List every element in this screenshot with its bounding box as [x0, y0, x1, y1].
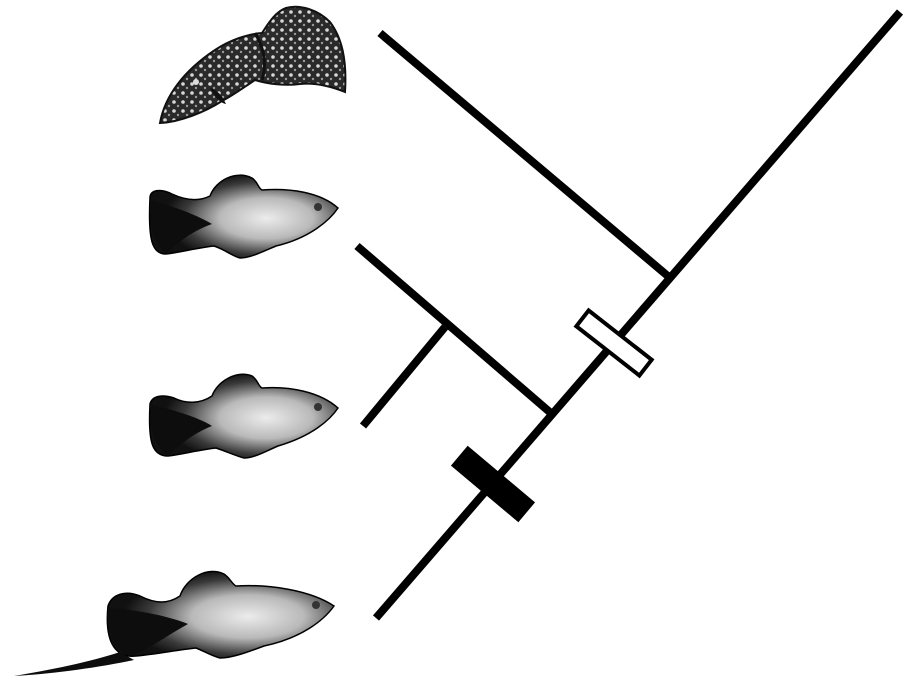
- guppy-branch: [380, 33, 669, 277]
- tree-branches: [357, 12, 900, 618]
- molly-fish-icon: [150, 175, 338, 258]
- molly-2-branch: [363, 327, 445, 426]
- molly-fish-icon: [150, 374, 338, 458]
- swordtail-fish-icon: [14, 571, 334, 676]
- open-character-marker: [576, 310, 651, 375]
- main-stem-branch: [376, 12, 900, 618]
- molly-clade-branch: [357, 246, 552, 414]
- spotted-guppy-fish-icon: [160, 7, 345, 123]
